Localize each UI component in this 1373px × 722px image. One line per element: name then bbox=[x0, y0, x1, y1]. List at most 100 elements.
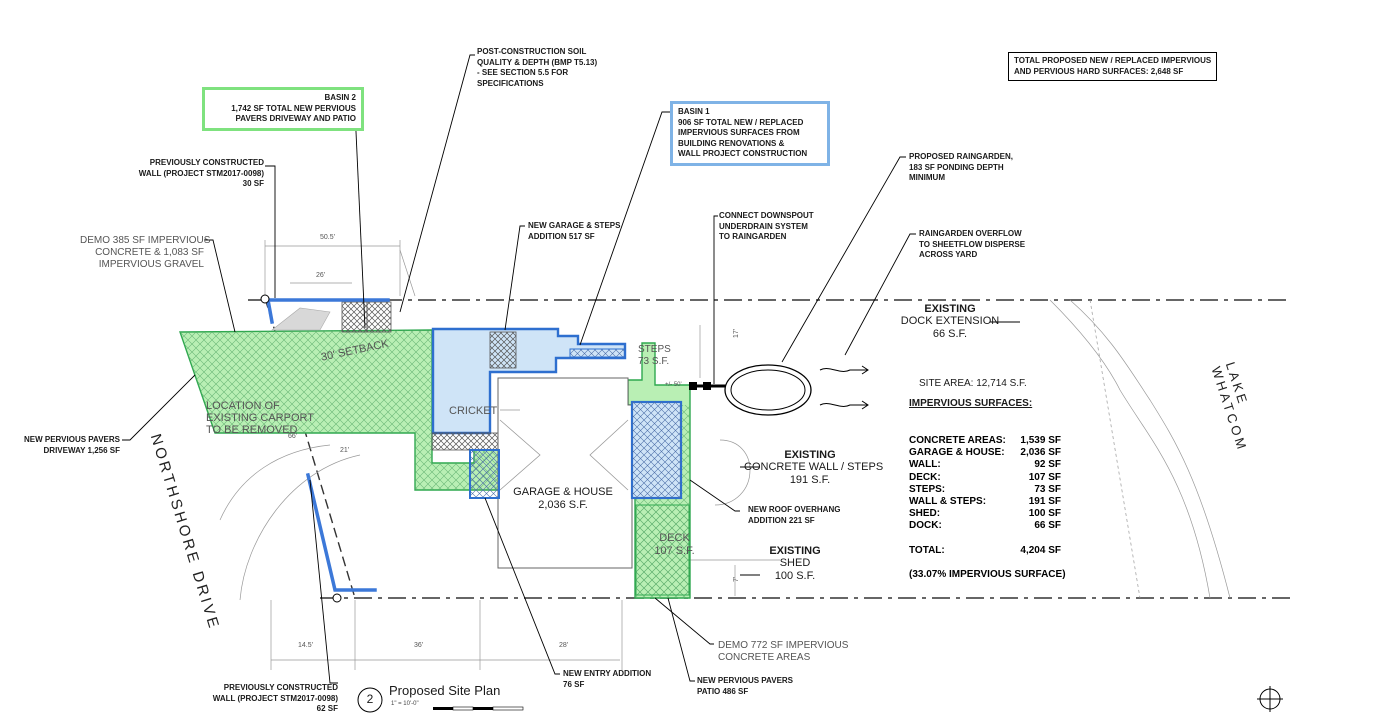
new-entry-addition bbox=[469, 449, 500, 499]
label-line: DECK bbox=[659, 532, 690, 544]
table-row: DOCK: 66 SF bbox=[909, 520, 1061, 532]
demo-impervious-note: DEMO 385 SF IMPERVIOUS CONCRETE & 1,083 … bbox=[80, 235, 211, 271]
drawing-title: Proposed Site Plan bbox=[389, 683, 501, 698]
new-garage-steps-note: NEW GARAGE & STEPS ADDITION 517 SF bbox=[528, 221, 620, 242]
note-line: RAINGARDEN OVERFLOW bbox=[919, 229, 1022, 238]
note-line: 76 SF bbox=[563, 679, 585, 689]
row-value: 2,036 SF bbox=[1020, 447, 1061, 459]
label-line: EXISTING CARPORT bbox=[206, 412, 314, 424]
basin-1-note: BASIN 1 906 SF TOTAL NEW / REPLACED IMPE… bbox=[670, 101, 830, 166]
row-value: 73 SF bbox=[1034, 483, 1061, 495]
dimension-lines bbox=[219, 240, 1231, 670]
note-line: POST-CONSTRUCTION SOIL bbox=[477, 47, 587, 56]
note-line: AND PERVIOUS HARD SURFACES: 2,648 SF bbox=[1014, 66, 1184, 76]
prev-wall-top-note: PREVIOUSLY CONSTRUCTED WALL (PROJECT STM… bbox=[128, 158, 264, 190]
row-value: 191 SF bbox=[1028, 496, 1061, 508]
note-line: NEW ROOF OVERHANG bbox=[748, 505, 841, 514]
note-line: DEMO 772 SF IMPERVIOUS bbox=[718, 640, 849, 651]
table-row: STEPS:73 SF bbox=[909, 484, 1061, 496]
row-value: 66 SF bbox=[1034, 520, 1061, 532]
proposed-raingarden-note: PROPOSED RAINGARDEN, 183 SF PONDING DEPT… bbox=[909, 152, 1013, 184]
garage-house-label: GARAGE & HOUSE 2,036 S.F. bbox=[508, 486, 618, 512]
row-label: WALL: bbox=[909, 459, 941, 471]
new-pervious-driveway-note: NEW PERVIOUS PAVERS DRIVEWAY 1,256 SF bbox=[20, 435, 120, 456]
note-line: CONCRETE & 1,083 SF bbox=[95, 247, 204, 258]
dim-66: 66' bbox=[288, 433, 298, 440]
drawing-scale: 1" = 10'-0" bbox=[391, 701, 419, 707]
note-line: NEW GARAGE & STEPS bbox=[528, 221, 621, 230]
note-line: 906 SF TOTAL NEW / REPLACED bbox=[678, 117, 804, 127]
table-row: SHED:100 SF bbox=[909, 508, 1061, 520]
note-line: 62 SF bbox=[316, 704, 338, 713]
label-line: EXISTING bbox=[784, 449, 836, 461]
note-line: 30 SF bbox=[242, 179, 264, 188]
impervious-table: CONCRETE AREAS: 1,539 SF GARAGE & HOUSE: 2… bbox=[909, 435, 1066, 581]
label-line: STEPS bbox=[638, 344, 671, 355]
note-line: TO SHEETFLOW DISPERSE bbox=[919, 239, 1026, 249]
note-line: - SEE SECTION 5.5 FOR bbox=[477, 68, 569, 77]
impervious-percent: (33.07% IMPERVIOUS SURFACE) bbox=[909, 568, 1066, 580]
table-row: WALL: 92 SF bbox=[909, 459, 1061, 471]
dim-28: 28' bbox=[559, 642, 569, 649]
note-line: QUALITY & DEPTH (BMP T5.13) bbox=[477, 57, 598, 67]
label-line: 73 S.F. bbox=[638, 356, 670, 367]
property-corner-top bbox=[260, 294, 270, 304]
label-line: LOCATION OF bbox=[206, 400, 280, 412]
note-line: ACROSS YARD bbox=[919, 250, 978, 259]
label-line: CONCRETE WALL / STEPS bbox=[744, 461, 884, 473]
total-label: TOTAL: bbox=[909, 544, 945, 556]
total-surfaces-note: TOTAL PROPOSED NEW / REPLACED IMPERVIOUS… bbox=[1008, 52, 1218, 81]
row-label: WALL & STEPS: bbox=[909, 496, 987, 508]
note-line: TO RAINGARDEN bbox=[719, 232, 787, 241]
connect-downspout-note: CONNECT DOWNSPOUT UNDERDRAIN SYSTEM TO R… bbox=[719, 211, 814, 243]
note-line: NEW PERVIOUS PAVERS bbox=[697, 676, 794, 685]
steps-addition bbox=[569, 348, 626, 358]
row-value: 1,539 SF bbox=[1020, 435, 1061, 446]
drawing-number-circle bbox=[357, 687, 383, 713]
row-label: GARAGE & HOUSE: bbox=[909, 447, 1005, 459]
existing-wall-label: EXISTING CONCRETE WALL / STEPS 191 S.F. bbox=[744, 449, 884, 487]
note-line: CONNECT DOWNSPOUT bbox=[719, 211, 814, 220]
label-line: DOCK EXTENSION bbox=[900, 315, 1000, 327]
demo-772-note: DEMO 772 SF IMPERVIOUS CONCRETE AREAS bbox=[718, 640, 848, 664]
table-total-row: TOTAL: 4,204 SF bbox=[909, 545, 1061, 557]
row-label: DECK: bbox=[909, 471, 941, 483]
table-row: DECK: 107 SF bbox=[909, 472, 1061, 484]
dim-26: 26' bbox=[316, 272, 326, 279]
dim-14-5: 14.5' bbox=[298, 642, 313, 649]
note-line: NEW PERVIOUS PAVERS bbox=[23, 435, 120, 444]
row-label: DOCK: bbox=[909, 520, 942, 532]
note-line: PATIO 486 SF bbox=[697, 686, 749, 696]
note-line: PAVERS DRIVEWAY AND PATIO bbox=[235, 114, 356, 123]
note-line: NEW ENTRY ADDITION bbox=[563, 669, 652, 678]
cricket-label: CRICKET bbox=[449, 405, 498, 417]
impervious-heading: IMPERVIOUS SURFACES: bbox=[909, 398, 1033, 409]
raingarden bbox=[724, 364, 812, 416]
label-line: EXISTING bbox=[769, 545, 821, 557]
note-line: IMPERVIOUS GRAVEL bbox=[98, 259, 204, 270]
label-line: TO BE REMOVED bbox=[206, 424, 298, 436]
new-roof-overhang-note: NEW ROOF OVERHANG ADDITION 221 SF bbox=[748, 505, 840, 526]
total-value: 4,204 SF bbox=[1020, 544, 1061, 556]
note-line: 183 SF PONDING DEPTH bbox=[909, 162, 1004, 172]
row-value: 92 SF bbox=[1034, 459, 1061, 471]
row-value: 107 SF bbox=[1028, 471, 1061, 483]
row-label: CONCRETE AREAS: bbox=[909, 435, 1006, 446]
row-label: SHED: bbox=[909, 508, 941, 520]
note-line: UNDERDRAIN SYSTEM bbox=[719, 221, 808, 231]
note-line: DEMO 385 SF IMPERVIOUS bbox=[80, 235, 211, 246]
property-corner-bottom bbox=[332, 593, 342, 603]
table-row: CONCRETE AREAS: 1,539 SF bbox=[909, 435, 1061, 447]
note-line: CONCRETE AREAS bbox=[718, 652, 811, 663]
dim-21: 21' bbox=[340, 447, 350, 454]
existing-shed-label: EXISTING SHED 100 S.F. bbox=[760, 545, 830, 583]
label-line: 107 S.F. bbox=[654, 545, 695, 557]
scale-bar bbox=[433, 706, 524, 711]
note-line: MINIMUM bbox=[909, 173, 945, 182]
deck-label: DECK 107 S.F. bbox=[652, 532, 697, 558]
label-line: 2,036 S.F. bbox=[538, 499, 588, 511]
existing-hatched-areas bbox=[341, 301, 517, 451]
dim-7: 7' bbox=[733, 576, 740, 582]
post-construction-soil-note: POST-CONSTRUCTION SOIL QUALITY & DEPTH (… bbox=[477, 47, 597, 89]
